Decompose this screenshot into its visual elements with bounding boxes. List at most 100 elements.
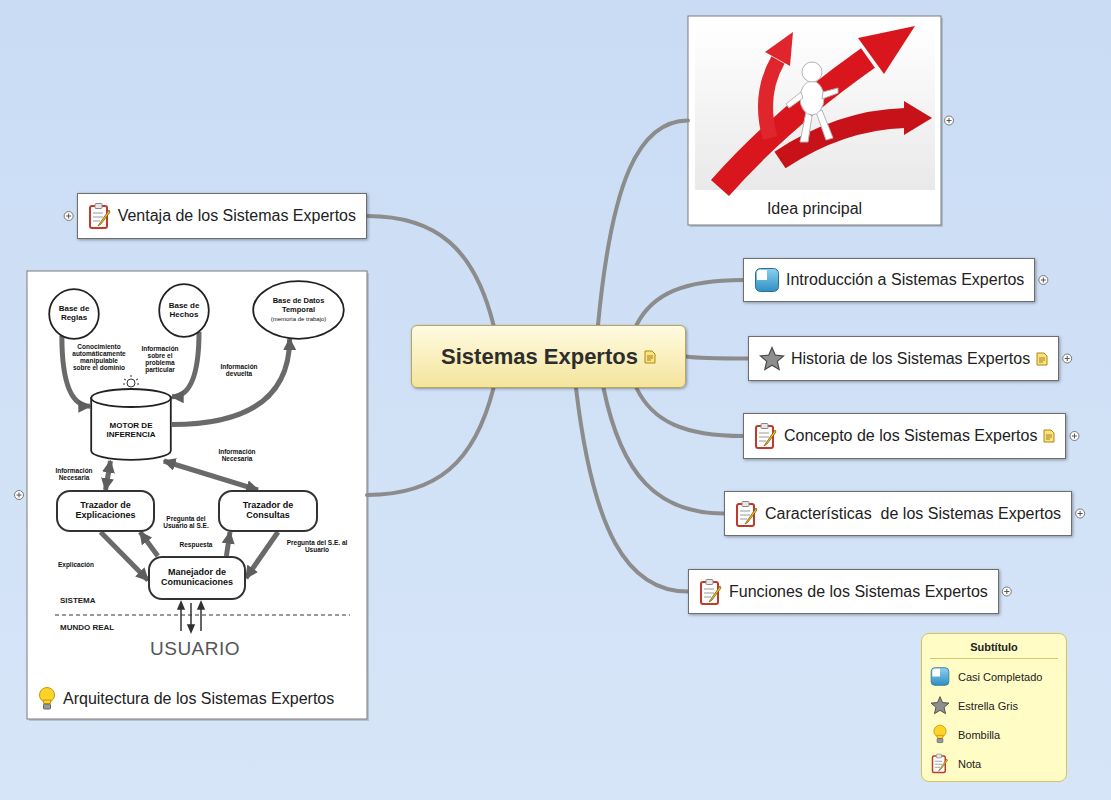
graphic-part [200,607,202,631]
image-panel [27,271,367,719]
node-label: Base de Reglas [53,305,95,323]
toggle-plus [1004,589,1009,594]
graphic-part [742,501,749,506]
graphic-part [709,586,721,602]
node-label: Trazador de Consultas [230,501,307,521]
flow-arrow [226,532,230,556]
graphic-part [759,346,785,372]
topic-label: Funciones de los Sistemas Expertos [729,583,988,601]
legend-icon [930,753,950,774]
graphic-part [754,267,780,293]
toggle-circle [1039,276,1048,285]
topic-icon [699,578,723,606]
image-panel [688,16,941,225]
graphic-part [800,112,812,142]
flow-label: Información Necesaria [51,467,97,481]
node-label: Base de Datos Temporal [261,297,335,314]
image-topic: Arquitectura de los Sistemas Expertos Bas… [27,271,367,719]
system-boundary [55,615,350,616]
toggle-circle [945,116,954,125]
graphic-part [822,88,838,99]
graphic-part [761,424,768,429]
note-marker [644,350,656,364]
legend-row: Casi Completado [922,662,1066,691]
graphic-part [98,210,110,226]
flow-arrow [140,532,158,556]
graphic-part [735,500,759,528]
topic-label: Concepto de los Sistemas Expertos [784,427,1037,445]
toggle-plus [66,214,71,219]
photo-ground [695,22,935,190]
data-ellipse: Base de Datos Temporal (memoria de trabaj… [252,280,345,340]
ellipse-outline [49,289,99,339]
topic-icon [88,202,112,230]
graphic-part [780,118,905,160]
module-box: Trazador de Consultas [218,490,318,532]
graphic-part [766,60,779,138]
graphic-part [858,26,915,74]
plain-label: SISTEMA [60,596,96,605]
topic-label: Ventaja de los Sistemas Expertos [118,207,356,225]
graphic-part [95,204,102,209]
toggle-circle [15,491,24,500]
branch-line [367,388,494,495]
legend-title: Subtítulo [930,634,1058,659]
flow-label: Información Necesaria [212,448,262,462]
topic-box: Historia de los Sistemas Expertos [748,336,1059,381]
graphic-part [800,81,824,115]
flow-arrow [164,461,258,490]
note-marker [1043,429,1055,443]
branch-line [637,280,744,325]
toggle-plus [17,493,22,498]
topic-label: Introducción a Sistemas Expertos [786,271,1024,289]
expand-toggle [945,116,954,125]
branch-line [576,388,688,592]
topic-box: Funciones de los Sistemas Expertos [688,569,999,614]
text-holder: Manejador de Comunicaciones [159,568,234,588]
graphic-part [760,347,783,369]
graphic-part [757,270,767,280]
node-sublabel: (memoria de trabajo) [271,316,327,323]
expand-toggle [64,212,73,221]
text-holder: Base de Reglas [53,305,95,323]
flow-arrow [172,338,290,424]
graphic-part [1043,429,1055,443]
topic-icon [759,346,785,372]
toggle-circle [64,212,73,221]
topic-label: Arquitectura de los Sistemas Expertos [63,690,334,708]
graphic-part [198,602,204,609]
graphic-part [786,92,803,108]
user-arrows [178,602,204,632]
node-label: Trazador de Explicaciones [68,501,144,521]
toggle-plus [947,118,952,123]
graphic-part [1039,358,1045,362]
toggle-circle [1076,509,1085,518]
cylinder-top [91,389,171,407]
topic-box: Características de los Sistemas Expertos [724,491,1072,536]
image-topic: Idea principal [688,16,941,225]
plain-label: MUNDO REAL [60,623,114,632]
expand-toggle [1002,587,1011,596]
flow-arrow [101,532,148,580]
legend-label: Bombilla [958,729,1000,741]
topic-icon [735,500,759,528]
topic-label: Características de los Sistemas Expertos [765,505,1061,523]
graphic-part [188,625,194,632]
branch-line [367,216,494,325]
graphic-part [180,607,182,631]
legend-icon [930,724,950,745]
flow-label: Información sobre el problema particular [137,345,183,374]
graphic-part [190,603,192,627]
bulb-icon [37,686,57,712]
flow-label: Pregunta del S.E. al Usuario [285,539,349,553]
graphic-part [930,666,950,687]
toggle-plus [1072,434,1077,439]
node-label: Base de Hechos [163,302,205,320]
graphic-part [935,761,943,767]
graphic-part [699,578,723,606]
graphic-part [930,724,950,745]
legend-label: Nota [958,758,981,770]
graphic-part [704,589,714,597]
toggle-plus [1041,278,1046,283]
